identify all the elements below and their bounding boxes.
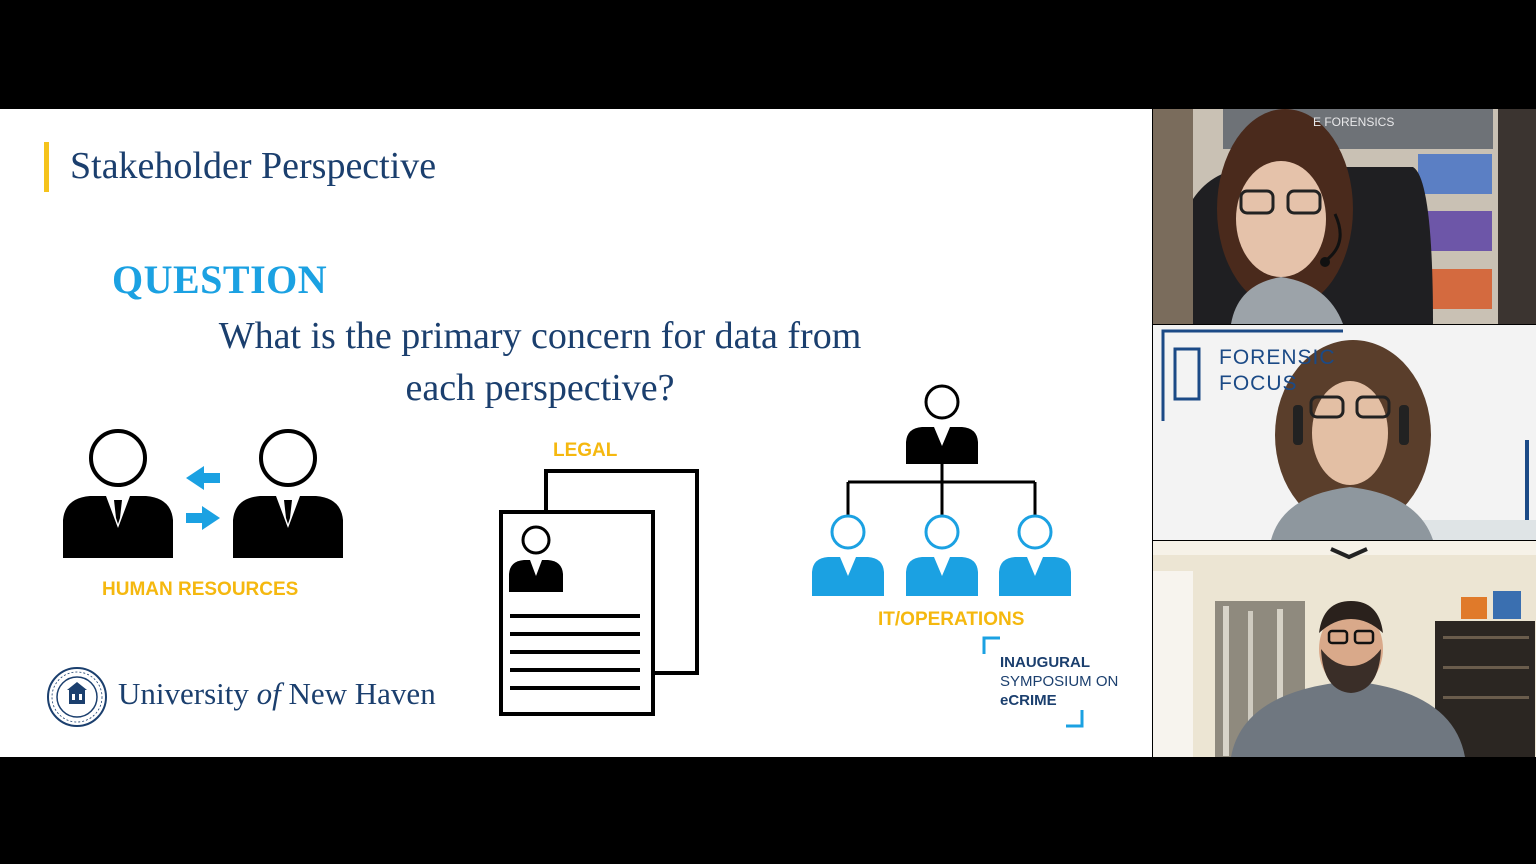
symposium-bracket-icon: [982, 636, 1084, 728]
university-name-suffix: New Haven: [288, 676, 436, 711]
backdrop-line-1: FORENSIC: [1219, 346, 1336, 369]
people-exchange-icon: [63, 429, 343, 558]
university-name-of: of: [256, 676, 281, 711]
backdrop-line-2: FOCUS: [1219, 372, 1298, 395]
participant-video-3[interactable]: [1153, 541, 1536, 757]
participant-video-1[interactable]: E FORENSICS: [1153, 109, 1536, 324]
symposium-line-2: SYMPOSIUM ON: [1000, 673, 1119, 690]
manager-icon: [906, 384, 978, 464]
caption-it-operations: IT/OPERATIONS: [878, 609, 1025, 630]
backdrop-text: E FORENSICS: [1313, 115, 1395, 129]
org-chart-icon: [812, 384, 1071, 596]
slide-title: Stakeholder Perspective: [70, 145, 437, 187]
symposium-line-1: INAUGURAL: [1000, 654, 1090, 671]
backdrop-logo-text: FORENSIC FOCUS: [1219, 345, 1336, 397]
question-label: QUESTION: [112, 257, 328, 302]
caption-legal: LEGAL: [553, 440, 618, 461]
caption-human-resources: HUMAN RESOURCES: [102, 579, 299, 600]
staff-icon-3: [999, 514, 1071, 596]
title-accent-bar: [44, 142, 49, 192]
university-name: University of New Haven: [118, 676, 436, 712]
symposium-line-3: eCRIME: [1000, 692, 1057, 709]
participant-video-2[interactable]: FORENSIC FOCUS: [1153, 325, 1536, 540]
participant-tiles: E FORENSICS FORENSIC FOCUS: [1152, 109, 1536, 757]
document-profile-icon: [499, 469, 699, 716]
exchange-arrows-icon: [186, 466, 220, 530]
person-left-icon: [63, 429, 173, 558]
staff-icon-1: [812, 514, 884, 596]
question-text: What is the primary concern for data fro…: [100, 310, 980, 414]
staff-icon-2: [906, 514, 978, 596]
person-right-icon: [233, 429, 343, 558]
symposium-logo-text: INAUGURAL SYMPOSIUM ON eCRIME: [1000, 653, 1118, 710]
university-seal-icon: [47, 667, 107, 727]
university-name-prefix: University: [118, 676, 249, 711]
question-line-1: What is the primary concern for data fro…: [218, 315, 862, 357]
question-line-2: each perspective?: [405, 367, 675, 409]
